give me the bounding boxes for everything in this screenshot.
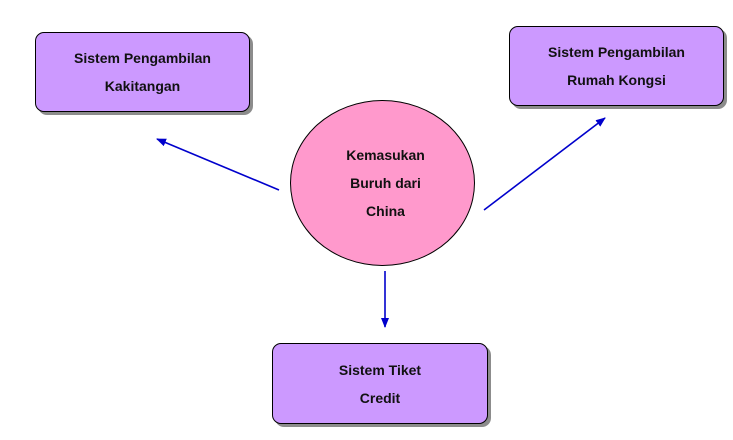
center-line-1: Kemasukan <box>346 147 425 163</box>
node-shared-house-retrieval-system: Sistem Pengambilan Rumah Kongsi <box>509 26 724 106</box>
node-ticket-line-1: Sistem Tiket <box>338 361 422 378</box>
node-ticket-label: Sistem Tiket Credit <box>339 356 421 412</box>
node-ticket-line-2: Credit <box>359 389 401 406</box>
node-staff-label: Sistem Pengambilan Kakitangan <box>74 44 211 100</box>
center-node-labour-entry: Kemasukan Buruh dari China <box>290 100 475 266</box>
arrow-to-house <box>483 117 606 211</box>
node-staff-retrieval-system: Sistem Pengambilan Kakitangan <box>35 32 250 112</box>
node-staff-line-1: Sistem Pengambilan <box>74 50 211 66</box>
node-house-line-1: Sistem Pengambilan <box>548 44 685 60</box>
center-line-3: China <box>366 203 405 219</box>
arrow-to-staff <box>156 138 280 191</box>
node-staff-line-2: Kakitangan <box>104 78 181 94</box>
node-credit-ticket-system: Sistem Tiket Credit <box>272 343 488 424</box>
center-node-label: Kemasukan Buruh dari China <box>346 141 425 225</box>
node-house-label: Sistem Pengambilan Rumah Kongsi <box>548 38 685 94</box>
node-house-line-2: Rumah Kongsi <box>567 72 666 88</box>
center-line-2: Buruh dari <box>350 175 421 191</box>
